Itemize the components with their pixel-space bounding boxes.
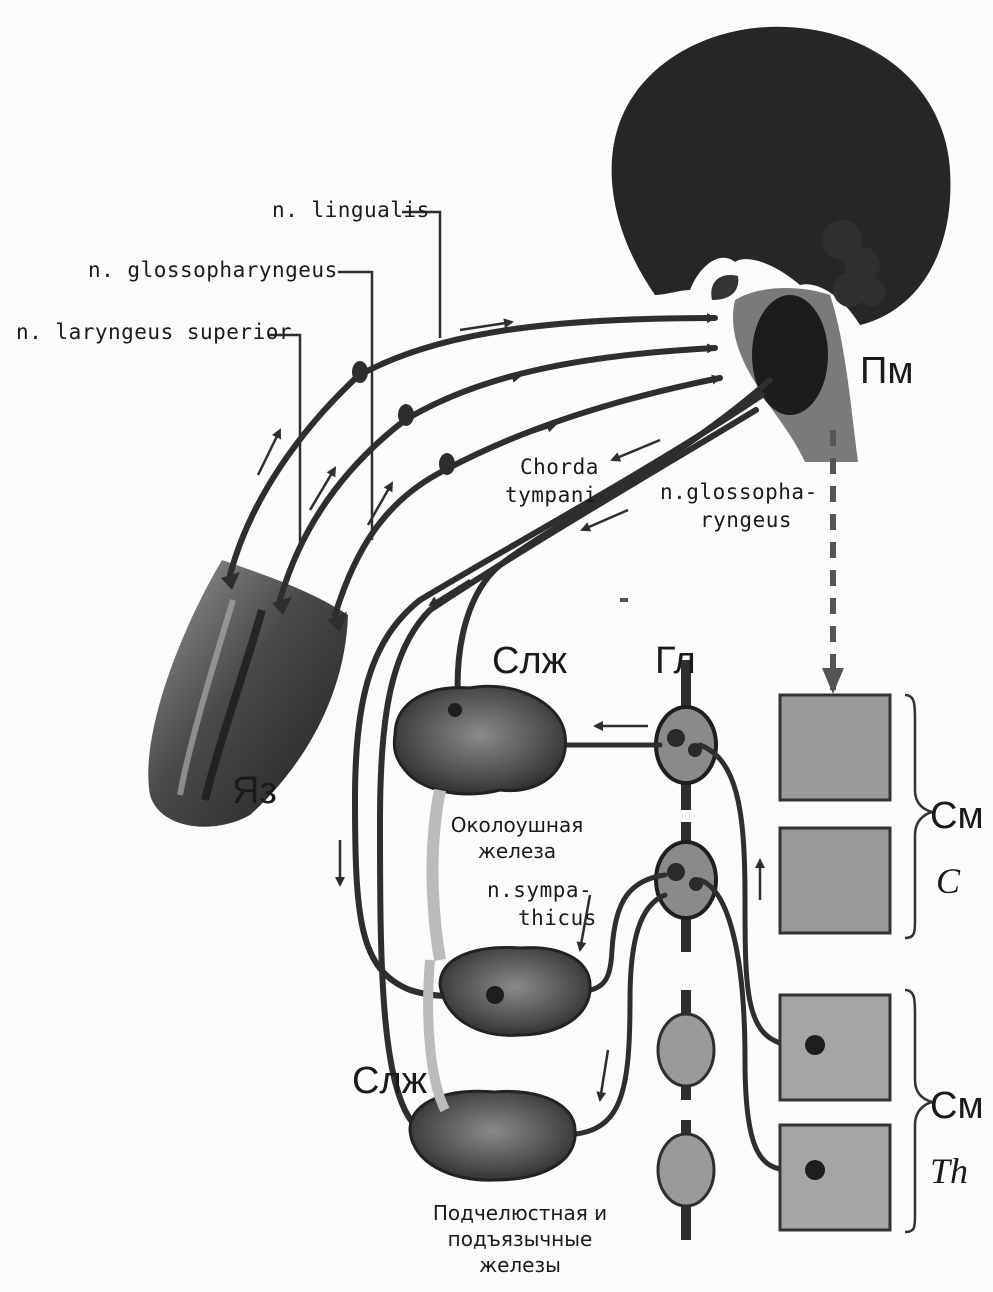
label-glossopharyngeus-2a: n.glossopha- — [660, 480, 818, 504]
label-slzh-bottom: Слж — [352, 1060, 427, 1103]
label-parotid-line1: Околоушная — [442, 812, 592, 838]
brain — [612, 27, 951, 325]
spinal-segments — [780, 695, 890, 1230]
label-n-laryngeus-superior: n. laryngeus superior — [16, 320, 292, 344]
label-sm-upper: См — [930, 795, 984, 838]
label-slzh-top: Слж — [492, 640, 567, 683]
segment-brackets — [905, 695, 932, 1232]
label-pm: Пм — [860, 350, 913, 393]
label-submandibular: Подчелюстная и подъязычные железы — [410, 1200, 630, 1278]
label-th: Th — [930, 1150, 968, 1192]
label-n-glossopharyngeus: n. glossopharyngeus — [88, 258, 338, 282]
brainstem — [733, 288, 858, 462]
label-sympathicus-1: n.sympa- — [487, 878, 592, 902]
sensory-ganglia — [352, 361, 455, 475]
label-yaz: Яз — [232, 770, 277, 813]
label-submandibular-line3: железы — [410, 1252, 630, 1278]
label-tympani: tympani — [505, 483, 597, 507]
label-sm-lower: См — [930, 1085, 984, 1128]
speck — [620, 598, 628, 602]
sympathetic-fibers — [560, 745, 790, 1170]
label-chorda: Chorda — [520, 455, 599, 479]
label-n-lingualis: n. lingualis — [272, 198, 430, 222]
label-parotid-line2: железа — [442, 838, 592, 864]
label-submandibular-line2: подъязычные — [410, 1226, 630, 1252]
label-sympathicus-2: thicus — [518, 906, 597, 930]
label-glossopharyngeus-2b: ryngeus — [700, 508, 792, 532]
label-submandibular-line1: Подчелюстная и — [410, 1200, 630, 1226]
label-parotid: Околоушная железа — [442, 812, 592, 864]
label-c: C — [936, 860, 960, 902]
submandibular-gland — [440, 947, 590, 1035]
label-gl: Гл — [655, 640, 696, 683]
